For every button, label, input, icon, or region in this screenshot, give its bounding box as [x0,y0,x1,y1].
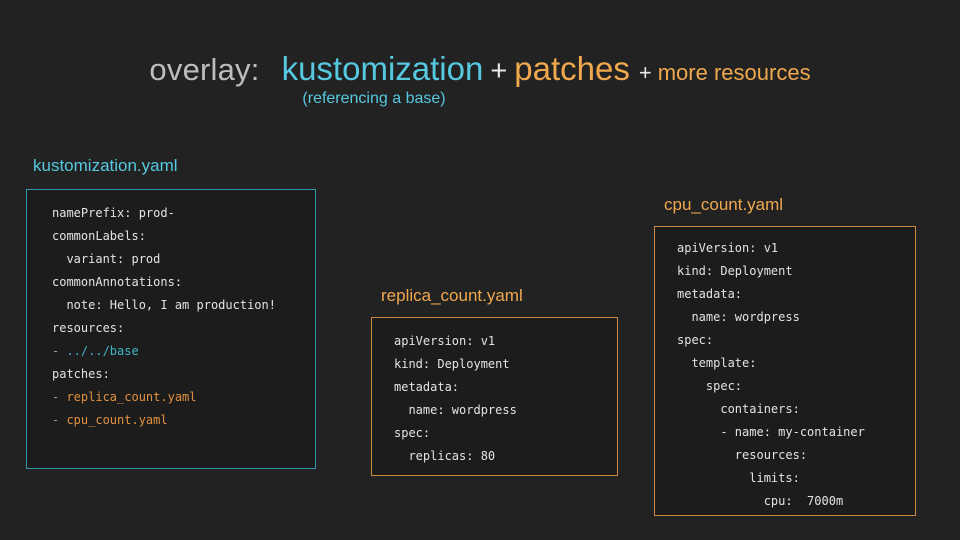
headline-subtitle: (referencing a base) [302,90,446,107]
code-line: apiVersion: v1 [677,237,915,260]
headline-plus-1: + [490,55,508,87]
panel-kustomization-code: namePrefix: prod-commonLabels: variant: … [27,190,315,432]
code-line: spec: [394,422,617,445]
code-token: commonAnnotations: [52,275,183,289]
code-line: commonLabels: [52,225,315,248]
code-token: patches: [52,367,110,381]
panel-replica-count-label: replica_count.yaml [381,286,523,305]
code-token: limits: [677,471,800,485]
code-token: resources: [677,448,808,462]
headline-term-patches: patches [514,50,630,87]
code-line: spec: [677,375,915,398]
code-line: kind: Deployment [677,260,915,283]
code-token: containers: [677,402,800,416]
code-line: resources: [677,444,915,467]
code-token: template: [677,356,757,370]
code-token: variant: prod [52,252,161,266]
code-line: apiVersion: v1 [394,330,617,353]
code-token: replicas: 80 [394,449,496,463]
code-line: - replica_count.yaml [52,386,315,409]
code-token: kind: Deployment [677,264,793,278]
code-line: resources: [52,317,315,340]
code-token: resources: [52,321,125,335]
code-line: containers: [677,398,915,421]
code-line: spec: [677,329,915,352]
code-token: name: wordpress [394,403,517,417]
code-line: - cpu_count.yaml [52,409,315,432]
code-token: spec: [677,333,714,347]
code-line: commonAnnotations: [52,271,315,294]
code-token: note: Hello, I am production! [52,298,276,312]
code-token: apiVersion: v1 [677,241,779,255]
panel-kustomization-label: kustomization.yaml [33,156,178,175]
code-token: cpu: 7000m [677,494,844,508]
code-token: name: wordpress [677,310,800,324]
code-line: metadata: [394,376,617,399]
headline-term-more-resources: more resources [657,60,811,85]
code-line: template: [677,352,915,375]
headline-term-kustomization: kustomization [281,50,484,87]
code-token: ../../base [66,344,139,358]
code-line: metadata: [677,283,915,306]
code-token: - name: my-container [677,425,865,439]
headline-subtitle-row: (referencing a base) [0,90,960,108]
headline-prefix: overlay: [149,52,260,87]
code-token: spec: [677,379,743,393]
headline: overlay:kustomization+patches+more resou… [0,52,960,86]
code-token: - [52,413,67,427]
code-token: apiVersion: v1 [394,334,496,348]
code-line: variant: prod [52,248,315,271]
code-line: - name: my-container [677,421,915,444]
code-line: - ../../base [52,340,315,363]
headline-plus-2: + [638,60,652,85]
panel-kustomization-code-box: namePrefix: prod-commonLabels: variant: … [26,189,316,469]
code-token: metadata: [394,380,460,394]
code-line: replicas: 80 [394,445,617,468]
code-token: commonLabels: [52,229,146,243]
code-line: name: wordpress [394,399,617,422]
code-token: spec: [394,426,431,440]
code-token: - [52,344,67,358]
code-line: cpu: 7000m [677,490,915,513]
code-token: cpu_count.yaml [66,413,168,427]
code-line: namePrefix: prod- [52,202,315,225]
code-token: - [52,390,67,404]
code-token: metadata: [677,287,743,301]
code-line: patches: [52,363,315,386]
panel-cpu-count-label: cpu_count.yaml [664,195,784,214]
code-line: name: wordpress [677,306,915,329]
code-line: kind: Deployment [394,353,617,376]
code-token: namePrefix: prod- [52,206,175,220]
code-line: limits: [677,467,915,490]
code-line: note: Hello, I am production! [52,294,315,317]
code-token: kind: Deployment [394,357,510,371]
code-token: replica_count.yaml [66,390,197,404]
